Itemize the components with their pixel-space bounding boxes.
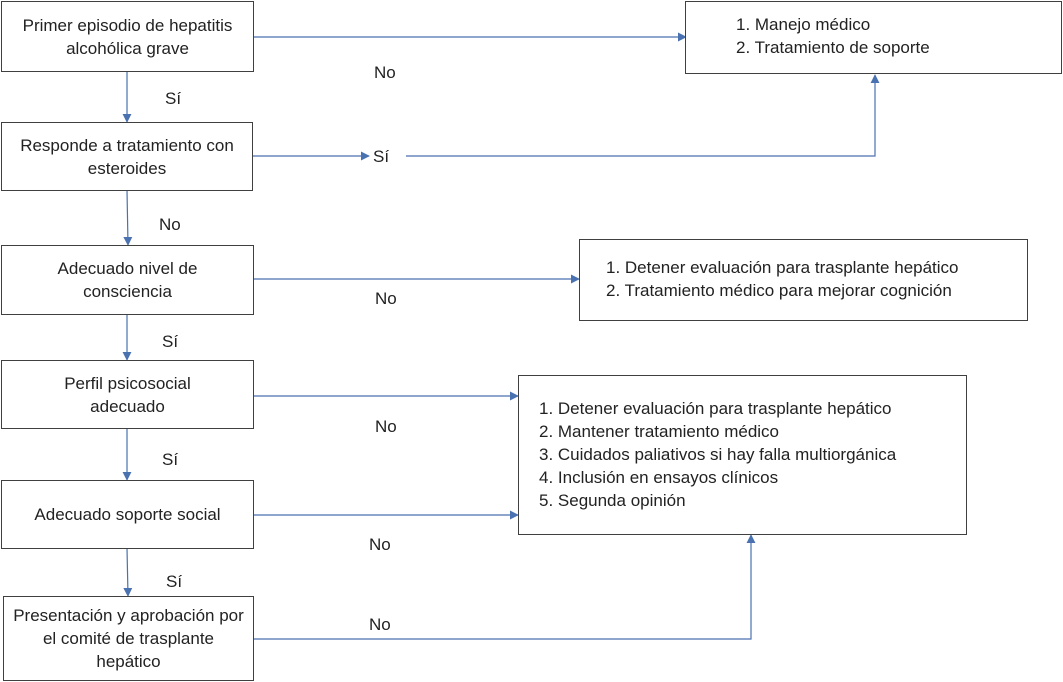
- node-primer-episodio: Primer episodio de hepatitis alcohólica …: [1, 1, 254, 72]
- label-si: Sí: [166, 572, 183, 591]
- arrow-n6-o3: [253, 534, 756, 640]
- arrow-n5-n6: [123, 547, 133, 597]
- node-nivel-consciencia: Adecuado nivel de consciencia: [1, 245, 254, 315]
- label-no: No: [369, 615, 391, 634]
- outcome-item: 1. Manejo médico: [736, 15, 871, 34]
- node-comite-trasplante: Presentación y aprobación por el comité …: [3, 596, 254, 681]
- label-no: No: [369, 535, 391, 554]
- label-si: Sí: [162, 450, 179, 469]
- outcome-item: 2. Mantener tratamiento médico: [539, 422, 780, 441]
- node-soporte-social: Adecuado soporte social: [1, 480, 254, 549]
- arrow-n2-n3: [123, 189, 133, 246]
- label-no: No: [374, 63, 396, 82]
- outcome-item: 4. Inclusión en ensayos clínicos: [539, 468, 779, 487]
- outcome-item: 5. Segunda opinión: [539, 491, 686, 510]
- node-responde-esteroides-text: Responde a tratamiento con esteroides: [20, 135, 234, 178]
- node-soporte-social-text: Adecuado soporte social: [34, 505, 221, 524]
- label-no: No: [159, 215, 181, 234]
- outcome-item: 3. Cuidados paliativos si hay falla mult…: [539, 445, 897, 464]
- outcome-detener-cognicion-list: 1. Detener evaluación para trasplante he…: [580, 240, 1027, 302]
- outcome-item: 2. Tratamiento médico para mejorar cogni…: [606, 281, 952, 300]
- node-comite-trasplante-text: Presentación y aprobación por el comité …: [13, 606, 244, 671]
- label-si: Sí: [165, 89, 182, 108]
- label-si: Sí: [373, 147, 390, 166]
- outcome-manejo-medico: 1. Manejo médico 2. Tratamiento de sopor…: [685, 1, 1062, 74]
- node-nivel-consciencia-text: Adecuado nivel de consciencia: [57, 259, 198, 301]
- node-primer-episodio-text: Primer episodio de hepatitis alcohólica …: [22, 15, 233, 58]
- node-perfil-psicosocial-text: Perfil psicosocial adecuado: [64, 373, 191, 416]
- label-no: No: [375, 289, 397, 308]
- node-responde-esteroides: Responde a tratamiento con esteroides: [1, 122, 253, 191]
- outcome-item: 2. Tratamiento de soporte: [736, 38, 930, 57]
- outcome-item: 1. Detener evaluación para trasplante he…: [606, 258, 959, 277]
- outcome-detener-paliativos: 1. Detener evaluación para trasplante he…: [518, 375, 967, 535]
- label-si: Sí: [162, 332, 179, 351]
- outcome-detener-cognicion: 1. Detener evaluación para trasplante he…: [579, 239, 1028, 321]
- outcome-detener-paliativos-list: 1. Detener evaluación para trasplante he…: [519, 376, 966, 512]
- outcome-manejo-medico-list: 1. Manejo médico 2. Tratamiento de sopor…: [686, 2, 1061, 59]
- arrow-yes-o1: [406, 74, 880, 157]
- label-no: No: [375, 417, 397, 436]
- node-perfil-psicosocial: Perfil psicosocial adecuado: [1, 360, 254, 429]
- outcome-item: 1. Detener evaluación para trasplante he…: [539, 399, 892, 418]
